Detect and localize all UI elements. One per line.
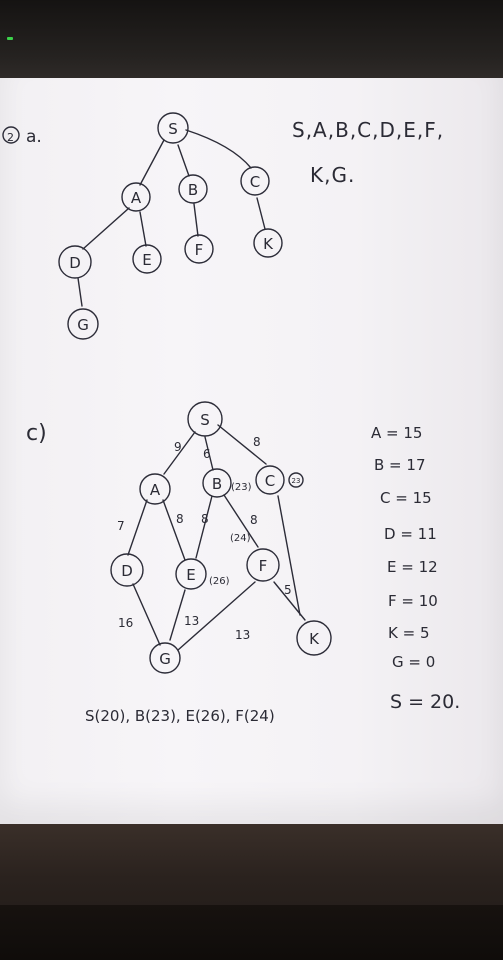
tree-node-b bbox=[178, 174, 208, 204]
background-dark bbox=[0, 0, 503, 80]
part-c-label: c) bbox=[26, 421, 47, 446]
tree-node-g bbox=[67, 308, 99, 340]
edge-label-a-e: 8 bbox=[176, 512, 184, 526]
graph-node-d bbox=[110, 553, 144, 587]
graph-edge-e-g bbox=[169, 589, 186, 641]
annotation-b: (23) bbox=[231, 482, 252, 493]
edge-label-a-d: 7 bbox=[117, 519, 125, 533]
graph-node-g bbox=[149, 642, 181, 674]
heuristic-f: F = 10 bbox=[388, 592, 438, 610]
tree-edge-b-f bbox=[193, 203, 199, 237]
annotation-f: (24) bbox=[230, 533, 251, 544]
heuristic-c: C = 15 bbox=[380, 489, 432, 507]
paper-sheet bbox=[0, 78, 503, 824]
graph-label-g: G bbox=[159, 650, 171, 668]
visit-order-line-2: K,G. bbox=[310, 163, 355, 187]
table-edge bbox=[0, 905, 503, 960]
graph-edge-f-g bbox=[177, 581, 256, 651]
led-indicator bbox=[7, 37, 13, 40]
graph-edge-b-e bbox=[195, 495, 213, 559]
heuristic-g: G = 0 bbox=[392, 653, 435, 671]
tree-node-k bbox=[253, 228, 283, 258]
tree-label-s: S bbox=[168, 120, 178, 138]
tree-edge-s-b bbox=[177, 144, 190, 177]
heuristic-s: S = 20. bbox=[390, 691, 460, 713]
tree-node-f bbox=[184, 234, 214, 264]
edge-label-e-g: 13 bbox=[184, 614, 199, 628]
annotation-c: 23 bbox=[292, 477, 301, 485]
question-number-mark bbox=[2, 126, 20, 144]
edge-label-f-k: 5 bbox=[284, 583, 292, 597]
tree-label-g: G bbox=[77, 316, 89, 334]
heuristic-k: K = 5 bbox=[388, 624, 429, 642]
graph-edge-s-b bbox=[204, 436, 214, 471]
tree-label-d: D bbox=[69, 254, 81, 272]
tree-node-c bbox=[240, 166, 270, 196]
tree-node-d bbox=[58, 245, 92, 279]
tree-edge-s-a bbox=[139, 139, 165, 186]
graph-edge-b-f bbox=[223, 494, 259, 548]
part-a-label: a. bbox=[26, 127, 42, 147]
graph-label-b: B bbox=[212, 475, 222, 493]
graph-node-a bbox=[139, 473, 171, 505]
tree-label-e: E bbox=[142, 251, 151, 269]
graph-edge-f-k bbox=[273, 581, 306, 621]
graph-edge-a-d bbox=[127, 499, 148, 556]
graph-node-b bbox=[202, 468, 232, 498]
graph-label-e: E bbox=[186, 566, 195, 584]
edge-label-s-c: 8 bbox=[253, 435, 261, 449]
tree-node-e bbox=[132, 244, 162, 274]
heuristic-d: D = 11 bbox=[384, 525, 437, 543]
heuristic-b: B = 17 bbox=[374, 456, 425, 474]
edge-label-f-g: 13 bbox=[235, 628, 250, 642]
tree-edge-c-k bbox=[256, 197, 266, 230]
tree-label-c: C bbox=[250, 173, 260, 191]
graph-edge-s-a bbox=[163, 431, 196, 475]
graph-node-c-annotation-circle bbox=[288, 472, 304, 488]
graph-node-s bbox=[187, 401, 223, 437]
node-annotations: (23) (24) (26) 23 bbox=[209, 477, 300, 587]
edge-label-s-b: 6 bbox=[203, 447, 211, 461]
tree-edge-s-c bbox=[185, 129, 252, 169]
graph-edge-s-c bbox=[217, 424, 267, 465]
graph-label-d: D bbox=[121, 562, 133, 580]
graph-edge-d-g bbox=[132, 583, 161, 646]
graph-node-k bbox=[296, 620, 332, 656]
graph-label-s: S bbox=[200, 411, 210, 429]
search-result: S(20), B(23), E(26), F(24) bbox=[85, 707, 275, 725]
graph-node-labels: S A B C D E F K G bbox=[121, 411, 320, 668]
tree-edge-a-e bbox=[139, 211, 147, 247]
edge-label-d-g: 16 bbox=[118, 616, 133, 630]
tree-node-a bbox=[121, 182, 151, 212]
graph-label-k: K bbox=[309, 630, 320, 648]
tree-label-f: F bbox=[195, 241, 204, 259]
tree-node-s bbox=[157, 112, 189, 144]
question-number-text: 2 bbox=[7, 131, 14, 144]
graph-node-f bbox=[246, 548, 280, 582]
graph-node-c bbox=[255, 465, 285, 495]
tree-label-b: B bbox=[188, 181, 198, 199]
tree-label-a: A bbox=[131, 189, 142, 207]
graph-node-e bbox=[175, 558, 207, 590]
graph-edge-labels: 9 6 8 7 8 8 8 16 13 13 5 bbox=[117, 435, 292, 642]
tree-edge-a-d bbox=[82, 207, 130, 250]
edge-label-b-e: 8 bbox=[201, 512, 209, 526]
heuristic-a: A = 15 bbox=[371, 424, 422, 442]
graph-label-a: A bbox=[150, 481, 161, 499]
heuristic-table: A = 15 B = 17 C = 15 D = 11 E = 12 F = 1… bbox=[371, 424, 460, 713]
tree-label-k: K bbox=[263, 235, 274, 253]
tree-node-labels: S A B C D E F K G bbox=[69, 120, 274, 334]
edge-label-b-f: 8 bbox=[250, 513, 258, 527]
visit-order-line-1: S,A,B,C,D,E,F, bbox=[292, 118, 444, 142]
heuristic-e: E = 12 bbox=[387, 558, 438, 576]
graph-edge-c-k bbox=[277, 495, 301, 616]
tree-edge-d-g bbox=[77, 277, 83, 307]
graph-label-f: F bbox=[259, 557, 268, 575]
graph-edge-a-e bbox=[162, 499, 186, 561]
annotation-e: (26) bbox=[209, 576, 230, 587]
edge-label-s-a: 9 bbox=[174, 440, 182, 454]
graph-label-c: C bbox=[265, 472, 275, 490]
